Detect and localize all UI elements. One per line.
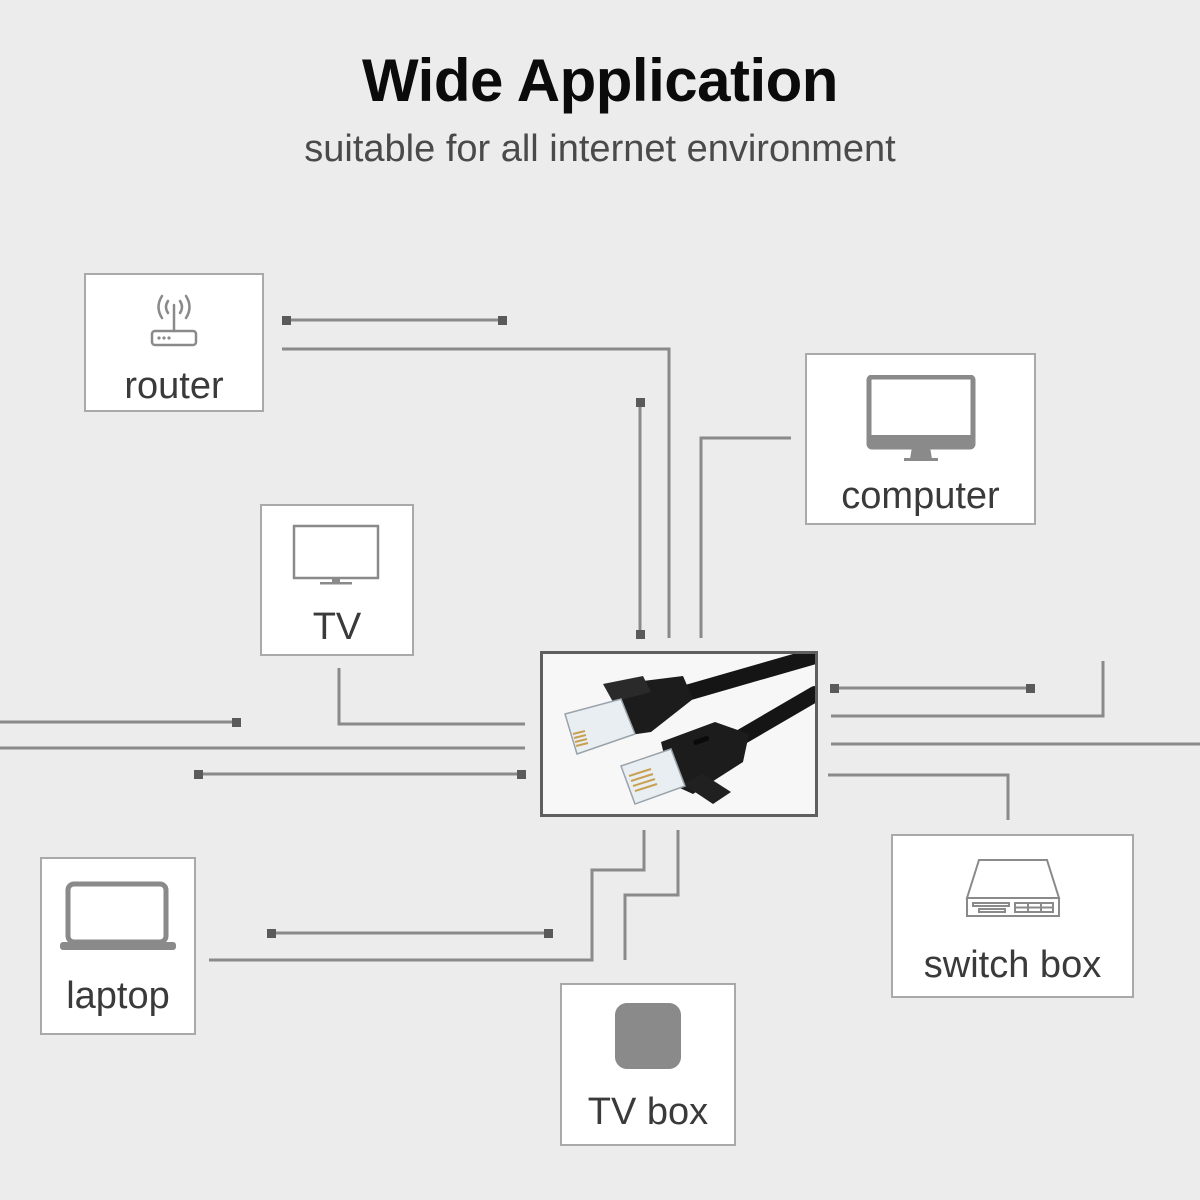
device-card-switch: switch box [891,834,1134,998]
ethernet-cable-icon [564,648,823,805]
wire-laptop-b [209,830,646,962]
wire-node [267,929,276,938]
device-label: computer [841,475,1000,517]
device-card-computer: computer [805,353,1036,525]
page-subtitle: suitable for all internet environment [304,128,896,170]
desktop-monitor-icon [807,374,1034,470]
device-label: TV box [587,1091,709,1133]
wire-node [636,630,645,639]
tv-icon [262,524,412,591]
device-label: switch box [923,944,1102,986]
wire-switch [828,773,1010,820]
device-label: laptop [66,975,170,1017]
device-card-tv: TV [260,504,414,656]
wire-tvbox [623,830,680,960]
wire-node [1026,684,1035,693]
wire-node [232,718,241,727]
wire-node [194,770,203,779]
wire-node [498,316,507,325]
wire-right-b [831,661,1105,718]
ethernet-cable-image [540,648,823,817]
device-card-tvbox: TV box [560,983,736,1146]
router-wifi-icon [86,291,262,356]
page-title: Wide Application [362,47,838,114]
wire-computer [699,436,791,638]
wire-node [636,398,645,407]
device-card-laptop: laptop [40,857,196,1035]
wire-router-b [282,347,671,638]
device-label: router [124,365,224,407]
wire-node [544,929,553,938]
device-label: TV [312,606,362,648]
tv-box-icon [562,1001,734,1076]
device-card-router: router [84,273,264,412]
wire-node [517,770,526,779]
wire-tv [337,668,525,726]
network-switch-icon [893,858,1132,925]
laptop-icon [42,881,194,958]
wire-node [830,684,839,693]
wire-node [282,316,291,325]
